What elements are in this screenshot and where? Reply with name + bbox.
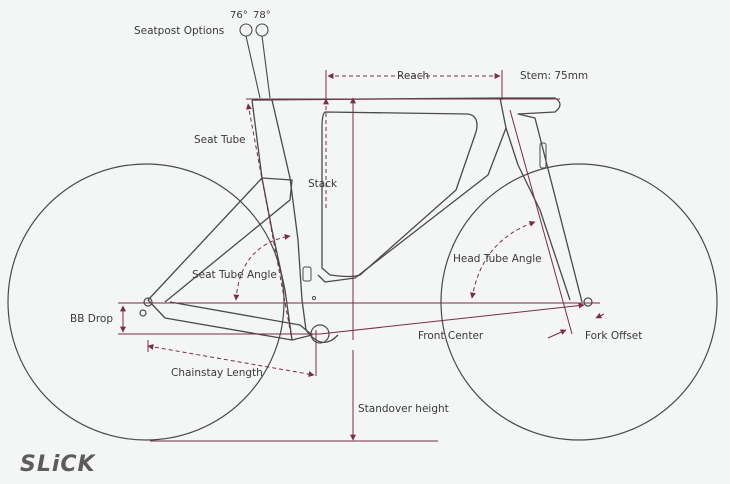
- bb-drop-label: BB Drop: [70, 313, 114, 325]
- front-wheel: [440, 163, 718, 441]
- chainstay-length-label: Chainstay Length: [171, 367, 263, 379]
- standover-height-label: Standover height: [358, 403, 449, 415]
- rear-wheel: [7, 163, 285, 441]
- reach-label: Reach: [397, 70, 430, 82]
- head-tube-angle-label: Head Tube Angle: [453, 253, 542, 265]
- rear-dropout: [139, 309, 147, 317]
- stem-label: Stem: 75mm: [520, 70, 589, 82]
- front-center-label: Front Center: [418, 330, 484, 342]
- seatpost-options-markers: [239, 23, 271, 99]
- angle-78-label: 78°: [253, 10, 271, 21]
- cable-port: [302, 266, 312, 282]
- bolt: [311, 295, 317, 301]
- fork-offset-label: Fork Offset: [585, 330, 643, 342]
- angle-76-label: 76°: [230, 10, 248, 21]
- rear-hub: [143, 297, 153, 307]
- seat-tube-label: Seat Tube: [194, 134, 246, 146]
- stem-bolt: [539, 142, 547, 169]
- seatpost-options-label: Seatpost Options: [134, 25, 225, 37]
- seat-tube-angle-label: Seat Tube Angle: [192, 269, 277, 281]
- stack-label: Stack: [308, 178, 338, 190]
- dimension-lines: [118, 70, 605, 442]
- front-hub: [583, 297, 593, 307]
- brand-logo: SLiCK: [20, 452, 96, 477]
